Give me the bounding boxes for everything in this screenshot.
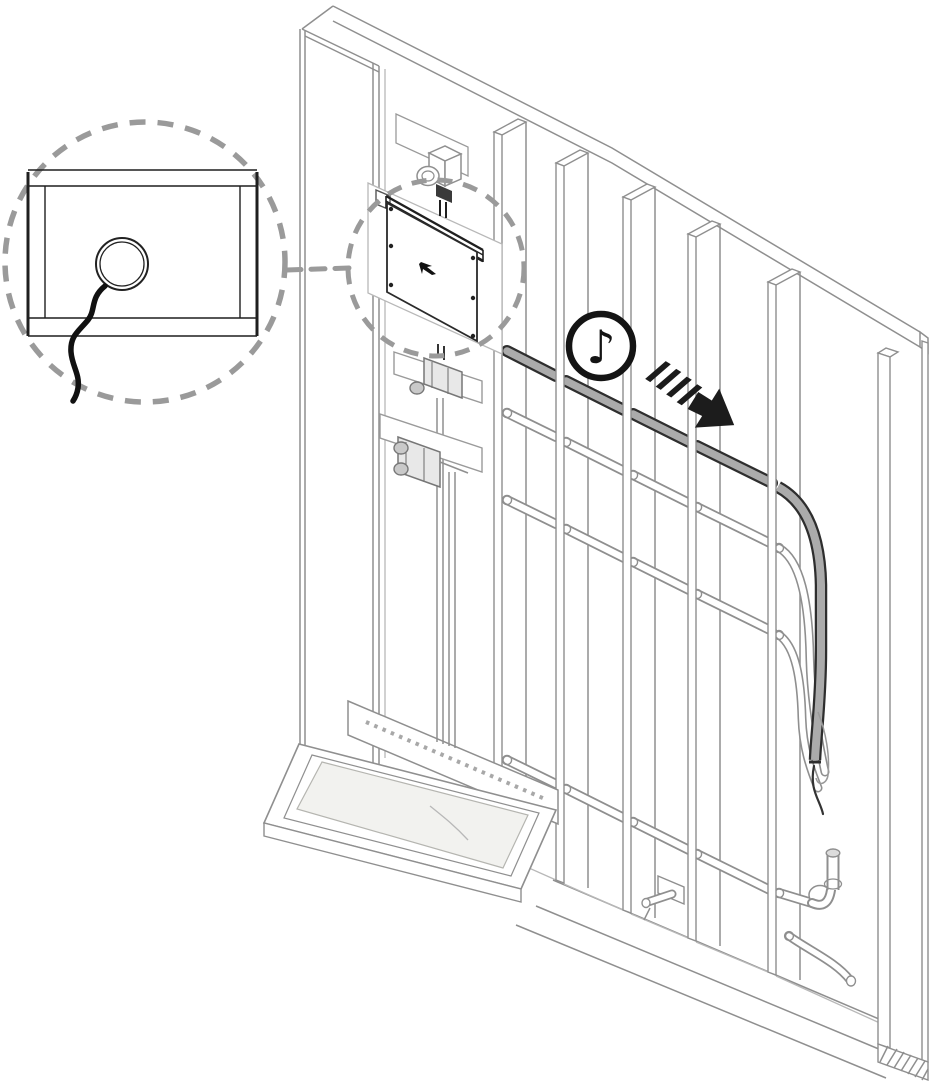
wall-studs — [492, 118, 929, 1081]
lumber-cut-hatch — [877, 1043, 929, 1081]
module-panel — [386, 201, 478, 343]
speaker-module-assembly — [345, 112, 527, 748]
panel-screws — [388, 206, 476, 339]
stud — [492, 118, 528, 857]
music-note-glyph: ♪ — [586, 320, 615, 374]
speaker-cable — [501, 345, 830, 816]
water-pipes — [501, 407, 857, 987]
bottom-curved-hose — [783, 930, 857, 987]
valve-assembly-lower — [379, 413, 483, 489]
right-end-stud — [876, 340, 929, 1081]
speaker-driver — [95, 237, 149, 291]
drain-front-lip — [263, 822, 522, 903]
flexible-hoses — [773, 542, 830, 793]
speaker-cable-pigtail — [68, 283, 108, 404]
module-highlight-circle — [345, 177, 527, 359]
linear-drain — [262, 699, 559, 903]
panel-arrow-mark — [419, 262, 436, 275]
stud — [766, 268, 802, 977]
wall-frame — [299, 5, 929, 1079]
pipe-row-lower — [501, 754, 777, 896]
capped-stub-fitting — [641, 874, 685, 921]
callout-connector — [284, 265, 352, 273]
stud — [686, 220, 722, 943]
stud-back-edges — [525, 122, 801, 980]
left-end-panel — [299, 28, 386, 803]
speaker-detail-callout — [2, 119, 352, 405]
stud — [554, 149, 590, 885]
valve-assembly-upper — [393, 344, 483, 404]
motion-arrow-icon — [645, 361, 735, 428]
wall-opening-front-view — [26, 169, 259, 337]
elbow-fitting — [773, 848, 843, 910]
pipe-row-upper — [501, 407, 777, 549]
drain-back-flange — [347, 699, 559, 826]
dark-connector — [436, 184, 452, 203]
pipe-row-middle — [501, 494, 777, 636]
stud — [621, 183, 657, 915]
music-note-icon: ♪ — [565, 310, 637, 382]
drain-trough — [296, 761, 529, 869]
cable-wire-tail — [811, 764, 825, 816]
drain-flange-holes — [365, 720, 546, 801]
